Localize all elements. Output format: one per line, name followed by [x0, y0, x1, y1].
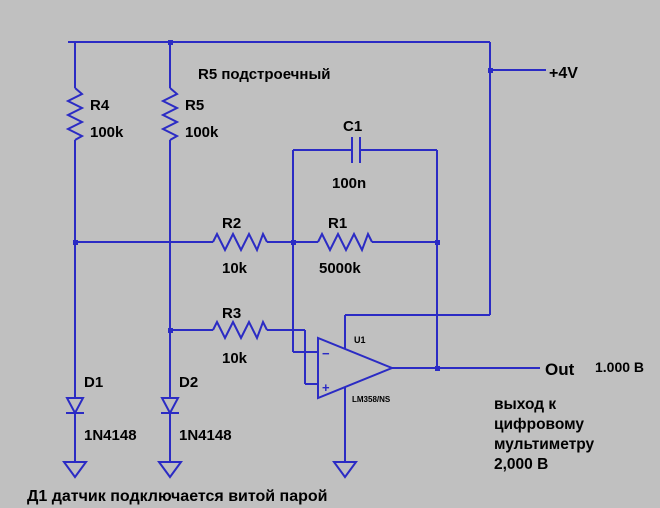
junction-dots: [73, 40, 493, 371]
junction-dot: [168, 40, 173, 45]
ground-icon: [62, 461, 88, 479]
output-reading: 1.000 В: [595, 359, 644, 375]
output-label: Out: [545, 360, 575, 379]
opamp-inverting-input-sign: −: [322, 346, 330, 361]
ground-arrow: [157, 461, 183, 479]
resistor-r5-symbol: [160, 87, 180, 141]
resistor-r4-symbol: [65, 87, 85, 141]
diode-triangle: [160, 397, 180, 416]
r4-value-label: 100k: [90, 124, 124, 141]
ground-icon: [157, 461, 183, 479]
r2-ref-label: R2: [222, 215, 241, 232]
r5-value-label: 100k: [185, 124, 219, 141]
opamp-noninverting-input-sign: +: [322, 380, 330, 395]
junction-dot: [488, 68, 493, 73]
junction-dot: [73, 240, 78, 245]
r1-ref-label: R1: [328, 215, 347, 232]
c1-value-label: 100n: [332, 175, 366, 192]
bottom-note-label: Д1 датчик подключается витой парой: [27, 488, 328, 505]
junction-dot: [291, 240, 296, 245]
ground-arrow: [62, 461, 88, 479]
d1-value-label: 1N4148: [84, 427, 137, 444]
u1-ref-label: U1: [354, 335, 366, 345]
junction-dot: [435, 240, 440, 245]
r5-ref-label: R5: [185, 97, 204, 114]
output-note-line: цифровому: [494, 416, 584, 433]
resistor-r1-symbol: [317, 231, 373, 253]
junction-dot: [168, 328, 173, 333]
r5-note-label: R5 подстроечный: [198, 66, 330, 83]
supply-label: +4V: [549, 65, 578, 82]
ground-arrow: [332, 461, 358, 479]
diode-d1-symbol: [65, 397, 85, 416]
r2-value-label: 10k: [222, 260, 248, 277]
r1-value-label: 5000k: [319, 260, 361, 277]
resistor-r3-symbol: [212, 319, 268, 341]
junction-dot: [435, 366, 440, 371]
resistor-r2-symbol: [212, 231, 268, 253]
output-note-line: мультиметру: [494, 436, 595, 453]
capacitor-c1-symbol: [351, 137, 361, 163]
c1-ref-label: C1: [343, 118, 362, 135]
u1-part-label: LM358/NS: [352, 395, 391, 404]
output-note-line: 2,000 В: [494, 456, 548, 473]
d2-value-label: 1N4148: [179, 427, 232, 444]
diode-triangle: [65, 397, 85, 416]
d2-ref-label: D2: [179, 374, 198, 391]
wire-group: [68, 41, 546, 462]
r3-value-label: 10k: [222, 350, 248, 367]
r4-ref-label: R4: [90, 97, 110, 114]
opamp-symbol: [317, 336, 395, 400]
ground-icon: [332, 461, 358, 479]
diode-d2-symbol: [160, 397, 180, 416]
output-note-line: выход к: [494, 396, 556, 413]
r3-ref-label: R3: [222, 305, 241, 322]
d1-ref-label: D1: [84, 374, 103, 391]
